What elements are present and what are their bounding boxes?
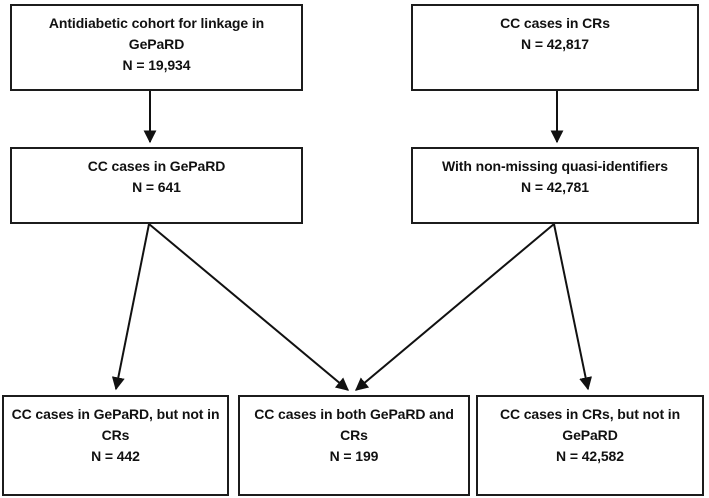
node-count: N = 42,781 xyxy=(521,179,589,195)
arrow-quasi-identifiers-to-both xyxy=(355,223,555,391)
node-count: N = 42,817 xyxy=(521,36,589,52)
node-label-line: GePaRD xyxy=(128,36,185,52)
node-label-line: With non-missing quasi-identifiers xyxy=(442,158,668,174)
node-label-line: CC cases in CRs xyxy=(500,15,610,31)
node-with-non-missing-quasi-identifiers: With non-missing quasi-identifiers N = 4… xyxy=(411,147,699,224)
node-count: N = 442 xyxy=(91,448,140,464)
node-cc-cases-in-crs: CC cases in CRs N = 42,817 xyxy=(411,4,699,91)
arrow-cc-gepard-to-gepard-not-crs xyxy=(111,223,150,391)
node-label-line: CC cases in CRs, but not in xyxy=(499,406,681,422)
arrow-cc-gepard-to-both xyxy=(148,223,349,391)
node-cc-cases-in-gepard: CC cases in GePaRD N = 641 xyxy=(10,147,303,224)
node-label-line: GePaRD xyxy=(562,427,618,443)
node-cc-both-gepard-and-crs: CC cases in both GePaRD and CRs N = 199 xyxy=(238,395,470,496)
node-count: N = 199 xyxy=(329,448,379,464)
node-label-line: CC cases in both GePaRD and xyxy=(254,406,454,422)
node-label-line: CRs xyxy=(340,427,368,443)
node-label-line: CRs xyxy=(101,427,130,443)
node-count: N = 641 xyxy=(132,179,181,195)
node-cc-crs-not-in-gepard: CC cases in CRs, but not in GePaRD N = 4… xyxy=(476,395,704,496)
node-label-line: CC cases in GePaRD xyxy=(87,158,226,174)
arrow-quasi-identifiers-to-crs-not-gepard xyxy=(553,223,593,391)
node-antidiabetic-cohort-gepard: Antidiabetic cohort for linkage in GePaR… xyxy=(10,4,303,91)
node-label-line: CC cases in GePaRD, but not in xyxy=(11,406,220,422)
node-count: N = 42,582 xyxy=(556,448,624,464)
node-label-line: Antidiabetic cohort for linkage in xyxy=(48,15,265,31)
node-count: N = 19,934 xyxy=(122,57,191,73)
node-cc-gepard-not-in-crs: CC cases in GePaRD, but not in CRs N = 4… xyxy=(2,395,229,496)
